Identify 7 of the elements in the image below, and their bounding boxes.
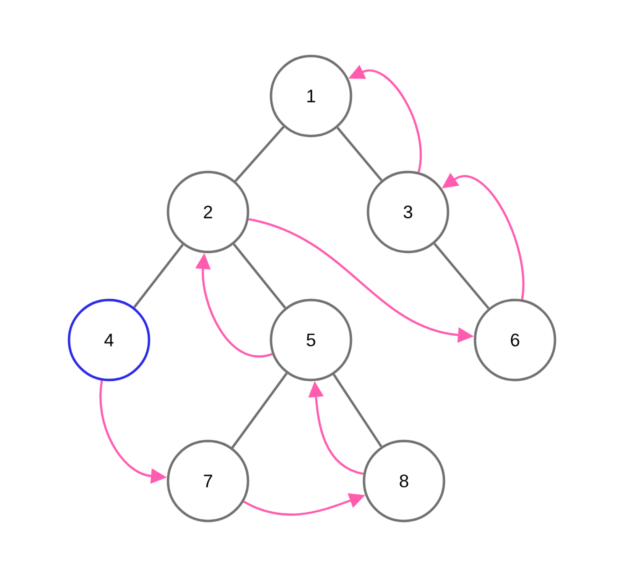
- connector-line: [434, 242, 490, 310]
- connector-line: [336, 126, 382, 182]
- connector-line: [332, 374, 382, 448]
- connector-line: [231, 372, 288, 448]
- connector-line: [232, 243, 286, 309]
- connector-line: [133, 244, 184, 308]
- connector-line: [234, 126, 285, 182]
